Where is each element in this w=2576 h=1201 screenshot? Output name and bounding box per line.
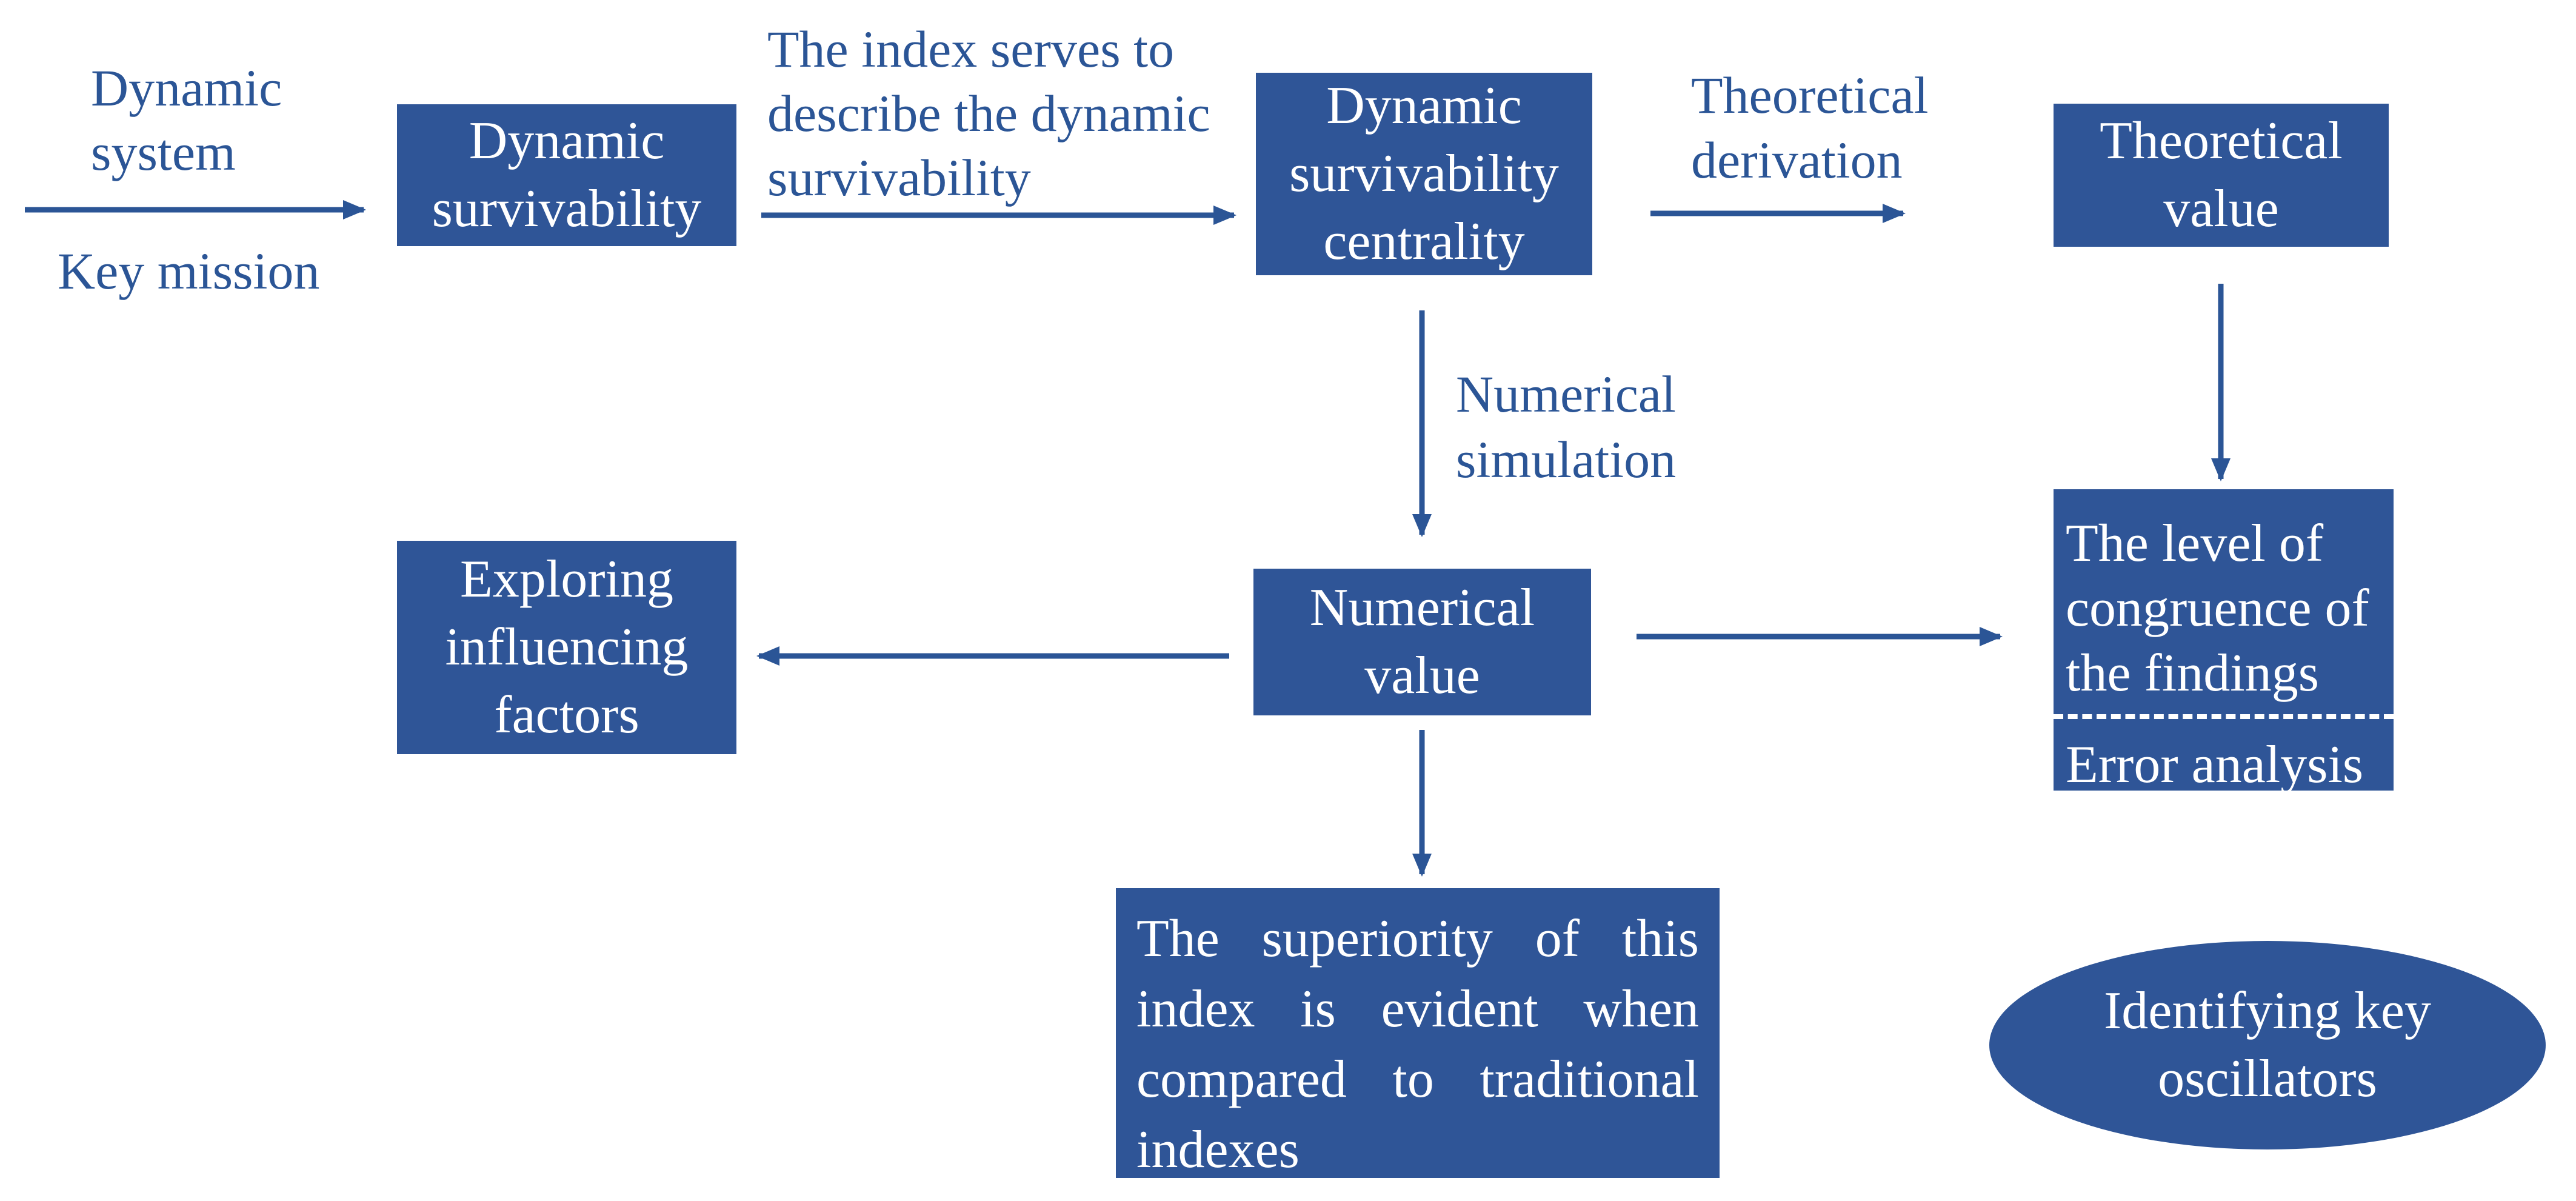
label-key-mission: Key mission xyxy=(58,242,320,300)
error-analysis-text: Error analysis xyxy=(2054,714,2394,797)
